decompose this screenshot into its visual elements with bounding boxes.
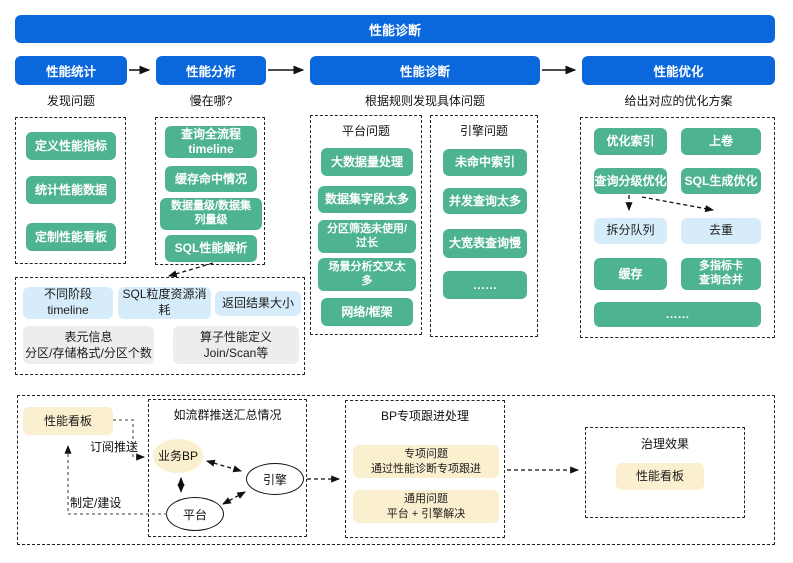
node-business-bp: 业务BP [153,439,203,473]
panel-header: BP专项跟进处理 [380,408,469,423]
stage-optimization: 性能优化 [582,56,775,85]
node: …… [443,271,527,299]
node: 并发查询太多 [443,188,527,214]
panel-header: 平台问题 [341,123,390,138]
node: SQL粒度资源消 耗 [118,287,211,319]
stage-sublabel: 根据规则发现具体问题 [364,93,485,108]
node: 专项问题 通过性能诊断专项跟进 [353,445,499,478]
node: 数据量级/数据集 列量级 [160,198,262,230]
node: 缓存 [594,258,667,290]
main-title-banner: 性能诊断 [15,15,775,43]
dashboard-node: 性能看板 [23,407,113,435]
panel-analysis-detail: 不同阶段 timeline SQL粒度资源消 耗 返回结果大小 表元信息 分区/… [15,277,305,375]
node: 上卷 [681,128,761,155]
build-label: 制定/建设 [70,496,122,510]
node: 统计性能数据 [26,176,116,204]
node: 场景分析交叉太 多 [318,258,416,291]
node: 优化索引 [594,128,667,155]
governance-result-panel: 治理效果 性能看板 [585,427,745,518]
node: 不同阶段 timeline [23,287,113,319]
node: 拆分队列 [594,218,667,244]
node: 网络/框架 [321,298,413,326]
bp-followup-panel: BP专项跟进处理 专项问题 通过性能诊断专项跟进 通用问题 平台 + 引擎解决 [345,400,505,538]
stage-sublabel: 发现问题 [46,93,95,108]
node: 定义性能指标 [26,132,116,160]
stage-analysis: 性能分析 [156,56,266,85]
node: 返回结果大小 [215,291,301,316]
node: 算子性能定义 Join/Scan等 [173,326,299,364]
node: 去重 [681,218,761,244]
panel-optimization: 优化索引 上卷 查询分级优化 SQL生成优化 拆分队列 去重 缓存 多指标卡 查… [580,117,775,338]
panel-header: 治理效果 [640,436,689,451]
node: SQL生成优化 [681,168,761,194]
panel-engine-issues: 引擎问题 未命中索引 并发查询太多 大宽表查询慢 …… [430,115,538,337]
panel-stat: 定义性能指标 统计性能数据 定制性能看板 [15,117,126,264]
node: 通用问题 平台 + 引擎解决 [353,490,499,523]
node: 表元信息 分区/存储格式/分区个数 [23,326,154,364]
stage-sublabel: 慢在哪? [189,93,233,108]
node: 定制性能看板 [26,223,116,251]
panel-header: 引擎问题 [459,123,508,138]
node: 数据集字段太多 [318,186,416,213]
node-platform: 平台 [166,497,224,531]
node: …… [594,302,761,327]
subscribe-push-label: 订阅推送 [90,440,139,454]
stage-diagnosis: 性能诊断 [310,56,540,85]
node: 查询全流程 timeline [165,126,257,158]
node: 性能看板 [616,463,704,490]
stage-sublabel: 给出对应的优化方案 [624,93,733,108]
node: 查询分级优化 [594,168,667,194]
bottom-flow-panel [17,395,775,545]
node: SQL性能解析 [165,235,257,262]
node: 多指标卡 查询合并 [681,258,761,290]
node: 未命中索引 [443,149,527,176]
node-engine: 引擎 [246,463,304,495]
node: 大数据量处理 [321,148,413,176]
stage-stats: 性能统计 [15,56,127,85]
panel-platform-issues: 平台问题 大数据量处理 数据集字段太多 分区筛选未使用/ 过长 场景分析交叉太 … [310,115,422,335]
node: 大宽表查询慢 [443,229,527,258]
node: 缓存命中情况 [165,166,257,192]
node: 分区筛选未使用/ 过长 [318,220,416,253]
panel-analysis: 查询全流程 timeline 缓存命中情况 数据量级/数据集 列量级 SQL性能… [155,117,265,265]
panel-header: 如流群推送汇总情况 [173,407,282,422]
